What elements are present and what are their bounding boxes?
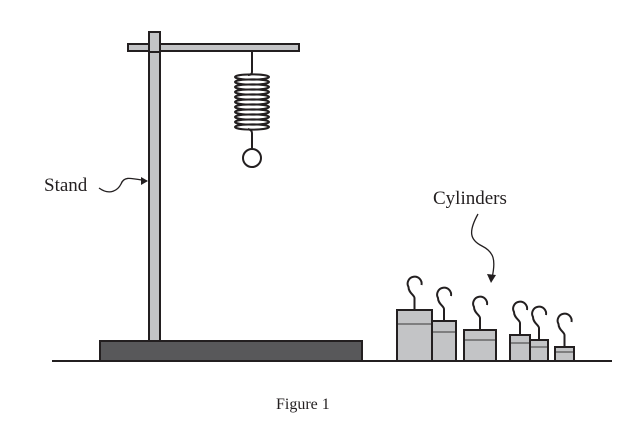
spring-top-wire [247, 51, 253, 76]
spring-coil [234, 123, 270, 131]
cylinders-label: Cylinders [433, 188, 507, 209]
cylinder-hook [512, 300, 529, 335]
cylinder [431, 286, 457, 362]
cylinders-pointer-arrowhead [487, 274, 496, 283]
cylinder [509, 300, 531, 362]
cylinder-body [431, 320, 457, 362]
cylinder [396, 275, 433, 362]
cylinder-hook [531, 305, 548, 340]
stand-pointer [98, 177, 148, 193]
cylinders-pointer [471, 213, 495, 279]
stand-label: Stand [44, 175, 88, 196]
stand-base [99, 340, 363, 362]
cylinder [529, 305, 549, 362]
crossbar [127, 43, 300, 52]
cylinder-hook [406, 275, 423, 310]
cylinder-hook [436, 286, 453, 321]
spring [234, 51, 270, 168]
stand-pointer-arrowhead [141, 177, 148, 185]
cylinder-body [509, 334, 531, 362]
cylinder [554, 312, 575, 362]
cylinder-body [554, 346, 575, 362]
spring-coils [234, 73, 270, 131]
cylinders-group [396, 275, 575, 362]
spring-ring [242, 148, 262, 168]
cylinder [463, 295, 497, 362]
spring-bottom-wire [247, 128, 253, 149]
figure-caption: Figure 1 [276, 396, 330, 413]
cylinder-hook [556, 312, 573, 347]
stand-pole-front [148, 31, 161, 53]
cylinder-body [396, 309, 433, 362]
cylinder-body [463, 329, 497, 362]
stand-pole [148, 31, 161, 342]
cylinder-body [529, 339, 549, 362]
cylinder-hook [472, 295, 489, 330]
